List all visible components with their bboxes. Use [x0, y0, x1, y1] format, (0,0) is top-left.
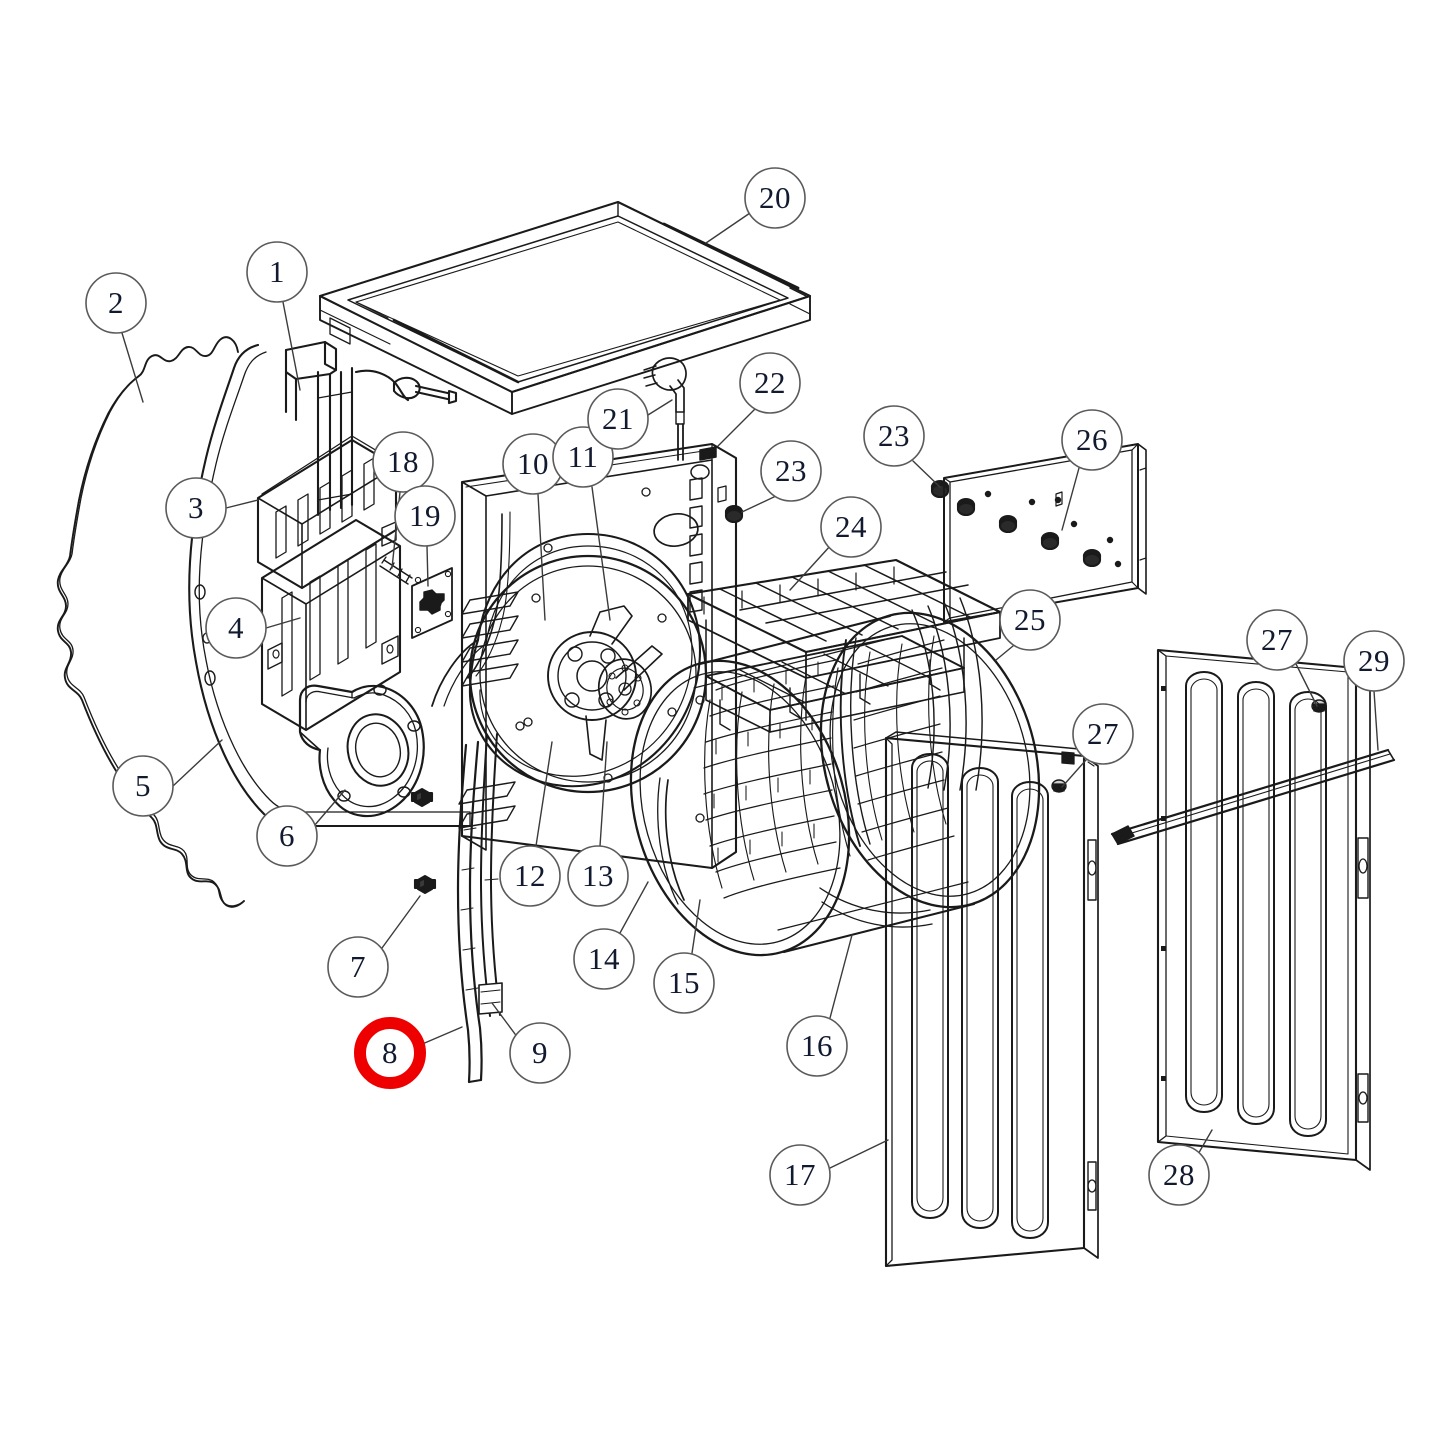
callout-balloon-26[interactable]: 26: [1076, 422, 1108, 457]
part-bulkhead-clip: [699, 446, 717, 461]
part-front-frame-rail: [188, 343, 472, 828]
callout-balloon-20[interactable]: 20: [759, 180, 791, 215]
part-hose-clamp: [478, 733, 503, 1017]
callout-balloon-13[interactable]: 13: [582, 858, 614, 893]
part-blower-fan-housing: [298, 684, 425, 818]
callout-balloon-23b[interactable]: 23: [878, 418, 910, 453]
part-idler-bracket: [411, 567, 453, 639]
callout-balloon-21[interactable]: 21: [602, 401, 634, 436]
callout-balloon-14[interactable]: 14: [588, 941, 620, 976]
callout-balloon-19[interactable]: 19: [409, 498, 441, 533]
callout-balloon-28[interactable]: 28: [1163, 1157, 1195, 1192]
callout-balloon-29[interactable]: 29: [1358, 643, 1390, 678]
callout-balloon-9[interactable]: 9: [532, 1035, 548, 1070]
part-power-cord-plug: [643, 357, 687, 461]
highlight-ring-item-8: [354, 1017, 426, 1089]
callout-balloon-8[interactable]: 8: [382, 1035, 398, 1070]
callout-balloon-27[interactable]: 27: [1261, 622, 1293, 657]
callout-balloon-4[interactable]: 4: [228, 610, 244, 645]
part-panel-screw-front: [1051, 779, 1067, 793]
callout-balloon-24[interactable]: 24: [835, 509, 867, 544]
callout-balloon-3[interactable]: 3: [188, 490, 204, 525]
callout-balloon-10[interactable]: 10: [517, 446, 549, 481]
part-upper-front-bracket: [284, 340, 458, 517]
callout-balloon-16[interactable]: 16: [801, 1028, 833, 1063]
part-top-panel: [318, 200, 812, 415]
callout-balloon-18[interactable]: 18: [387, 444, 419, 479]
part-rear-gasket-seal: [56, 336, 245, 908]
part-drum-pulley-assembly: [431, 532, 708, 794]
callout-balloon-1[interactable]: 1: [269, 254, 285, 289]
callout-balloon-22[interactable]: 22: [754, 365, 786, 400]
callout-balloon-15[interactable]: 15: [668, 965, 700, 1000]
callout-balloon-23[interactable]: 23: [775, 453, 807, 488]
callout-balloon-2[interactable]: 2: [108, 285, 124, 320]
callout-balloon-17[interactable]: 17: [784, 1157, 816, 1192]
part-top-rail: [1110, 748, 1396, 846]
callout-balloon-7[interactable]: 7: [350, 949, 366, 984]
callout-balloon-5[interactable]: 5: [135, 768, 151, 803]
callout-balloon-25[interactable]: 25: [1014, 602, 1046, 637]
callout-balloon-27b[interactable]: 27: [1087, 716, 1119, 751]
callout-balloon-12[interactable]: 12: [514, 858, 546, 893]
callout-balloon-6[interactable]: 6: [279, 818, 295, 853]
callout-balloon-11[interactable]: 11: [567, 439, 599, 474]
